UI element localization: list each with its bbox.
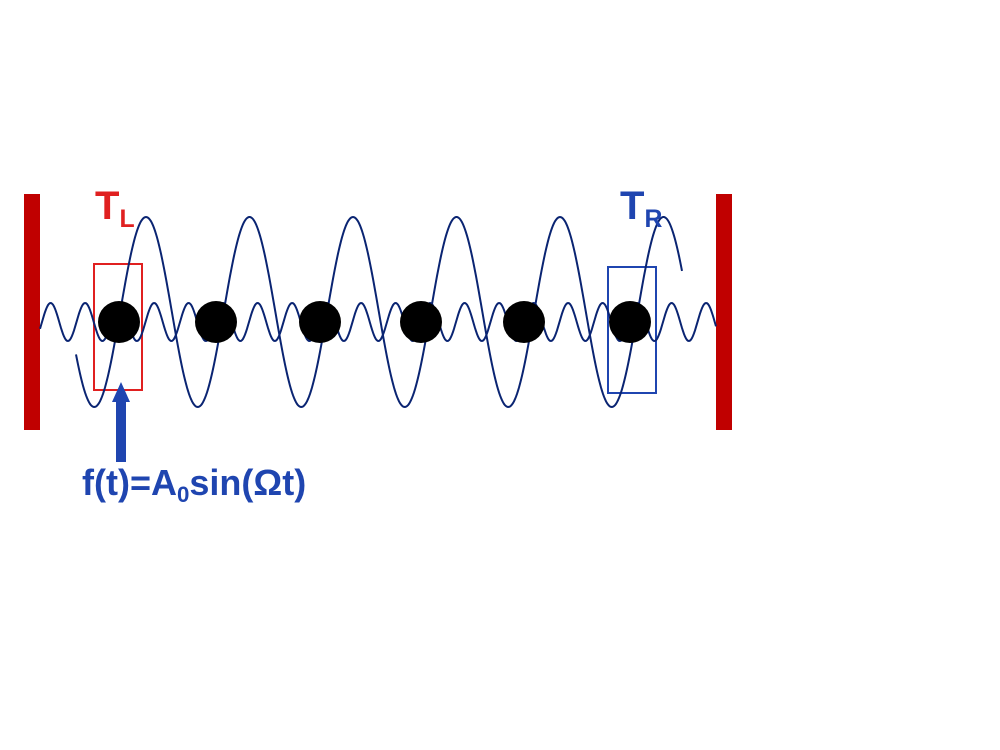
particle-2 bbox=[195, 301, 237, 343]
right-bath-label: TR bbox=[620, 184, 663, 233]
particle-5 bbox=[503, 301, 545, 343]
particle-3 bbox=[299, 301, 341, 343]
right-wall bbox=[716, 194, 732, 430]
force-equation: f(t)=A0sin(Ωt) bbox=[82, 462, 307, 508]
force-arrow-shaft bbox=[116, 398, 126, 462]
small-wave bbox=[39, 301, 717, 343]
particle-1 bbox=[98, 301, 140, 343]
particle-6 bbox=[609, 301, 651, 343]
right-bath-box bbox=[607, 266, 657, 394]
left-wall bbox=[24, 194, 40, 430]
particles-group bbox=[98, 301, 651, 343]
left-bath-label: TL bbox=[95, 184, 135, 233]
force-arrow-head bbox=[112, 382, 130, 402]
large-wave bbox=[75, 215, 683, 409]
particle-4 bbox=[400, 301, 442, 343]
